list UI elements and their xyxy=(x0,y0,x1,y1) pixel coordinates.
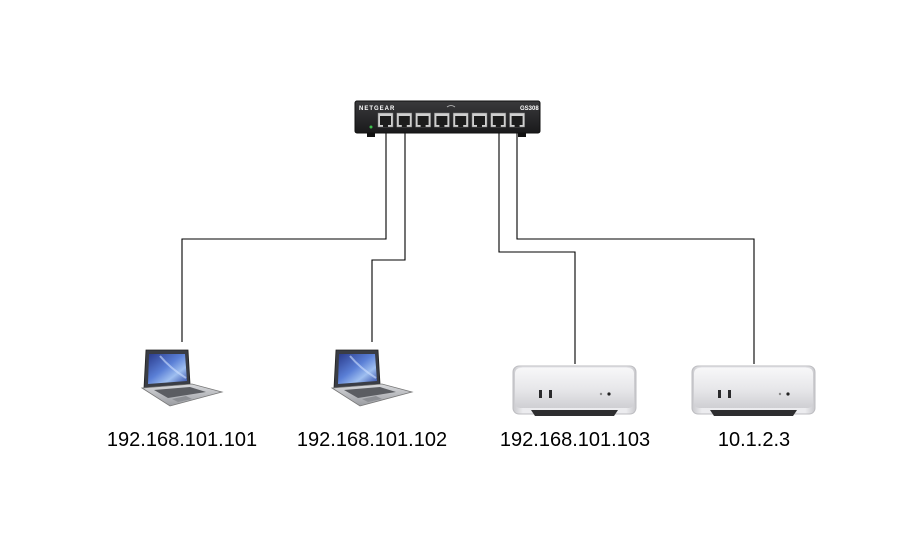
node-1: 192.168.101.101 xyxy=(107,349,257,451)
switch-port-5 xyxy=(452,112,469,128)
node-3: 192.168.101.103 xyxy=(500,365,650,451)
mini-pc-icon xyxy=(512,365,637,416)
node-1-label: 192.168.101.101 xyxy=(107,429,257,451)
cable-port-7-to-node-3 xyxy=(498,127,576,364)
node-4-label: 10.1.2.3 xyxy=(718,429,790,451)
cable-port-8-to-node-4 xyxy=(516,127,755,364)
switch-port-6 xyxy=(471,112,488,128)
node-2: 192.168.101.102 xyxy=(297,349,447,451)
cable-port-2-to-node-2 xyxy=(371,127,406,342)
switch-port-2 xyxy=(396,112,413,128)
network-switch-icon: NETGEAR GS308 xyxy=(354,100,541,137)
switch-port-7 xyxy=(490,112,507,128)
switch-port-3 xyxy=(415,112,431,128)
switch-model: GS308 xyxy=(520,106,539,112)
mini-pc-icon xyxy=(691,365,816,416)
switch-brand: NETGEAR xyxy=(359,106,395,112)
switch-port-1 xyxy=(377,112,394,128)
switch-port-4 xyxy=(434,112,450,128)
switch-ports xyxy=(377,112,525,128)
node-2-label: 192.168.101.102 xyxy=(297,429,447,451)
switch-port-8 xyxy=(509,112,525,128)
node-3-label: 192.168.101.103 xyxy=(500,429,650,451)
cables xyxy=(181,127,755,364)
cable-port-1-to-node-1 xyxy=(181,127,387,342)
laptop-icon xyxy=(140,349,224,407)
node-4: 10.1.2.3 xyxy=(691,365,816,451)
laptop-icon xyxy=(330,349,414,407)
